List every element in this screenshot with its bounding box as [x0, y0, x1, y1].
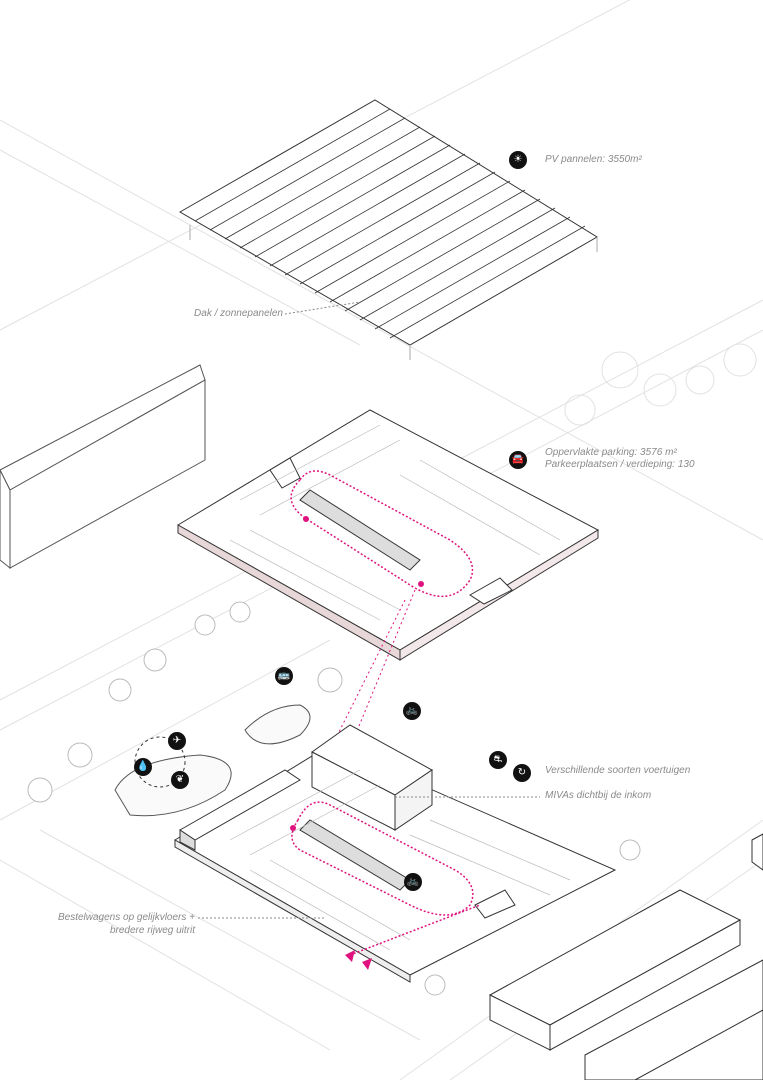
mivas-label: MIVAs dichtbij de inkom: [545, 790, 652, 801]
car-icon: 🚘: [509, 451, 527, 469]
upper-circulation-route: [290, 470, 474, 598]
route-node: [303, 516, 309, 522]
charging-icon: ↻: [513, 764, 531, 782]
context-buildings-right: [488, 833, 763, 1080]
bird-icon: ✈: [168, 732, 186, 750]
entrance-arrows: [345, 950, 372, 970]
water-drop-icon: 💧: [134, 758, 152, 776]
parking-spaces-label: Parkeerplaatsen / verdieping: 130: [545, 459, 695, 470]
exit-route: [349, 904, 481, 956]
vehicle-types-label: Verschillende soorten voertuigen: [545, 765, 691, 776]
upper-parking-deck: [177, 409, 600, 661]
pv-panels-label: PV pannelen: 3550m²: [545, 154, 642, 165]
context-building-left: [0, 364, 206, 570]
bicycle-parking-icon: 🚲: [404, 873, 422, 891]
vans-label-line1: Bestelwagens op gelijkvloers +: [57, 912, 195, 923]
route-node: [290, 825, 296, 831]
bus-icon: 🚌: [275, 667, 293, 685]
roof-label: Dak / zonnepanelen: [194, 308, 283, 319]
parking-area-label: Oppervlakte parking: 3576 m²: [545, 447, 677, 458]
vertical-connection: [294, 589, 416, 821]
vans-label-line2: bredere rijweg uitrit: [109, 925, 195, 936]
roof-solar-panels: [178, 99, 598, 360]
ground-circulation-route: [291, 801, 474, 916]
bicycle-icon: 🚲: [403, 702, 421, 720]
route-node: [418, 581, 424, 587]
roof-leader-line: [284, 301, 361, 315]
trees: [27, 601, 641, 996]
plant-icon: ❦: [171, 771, 189, 789]
sun-solar-icon: ☀: [509, 151, 527, 169]
ground-floor-parking: [174, 724, 617, 983]
vehicle-types-icon: ⛐: [489, 751, 507, 769]
